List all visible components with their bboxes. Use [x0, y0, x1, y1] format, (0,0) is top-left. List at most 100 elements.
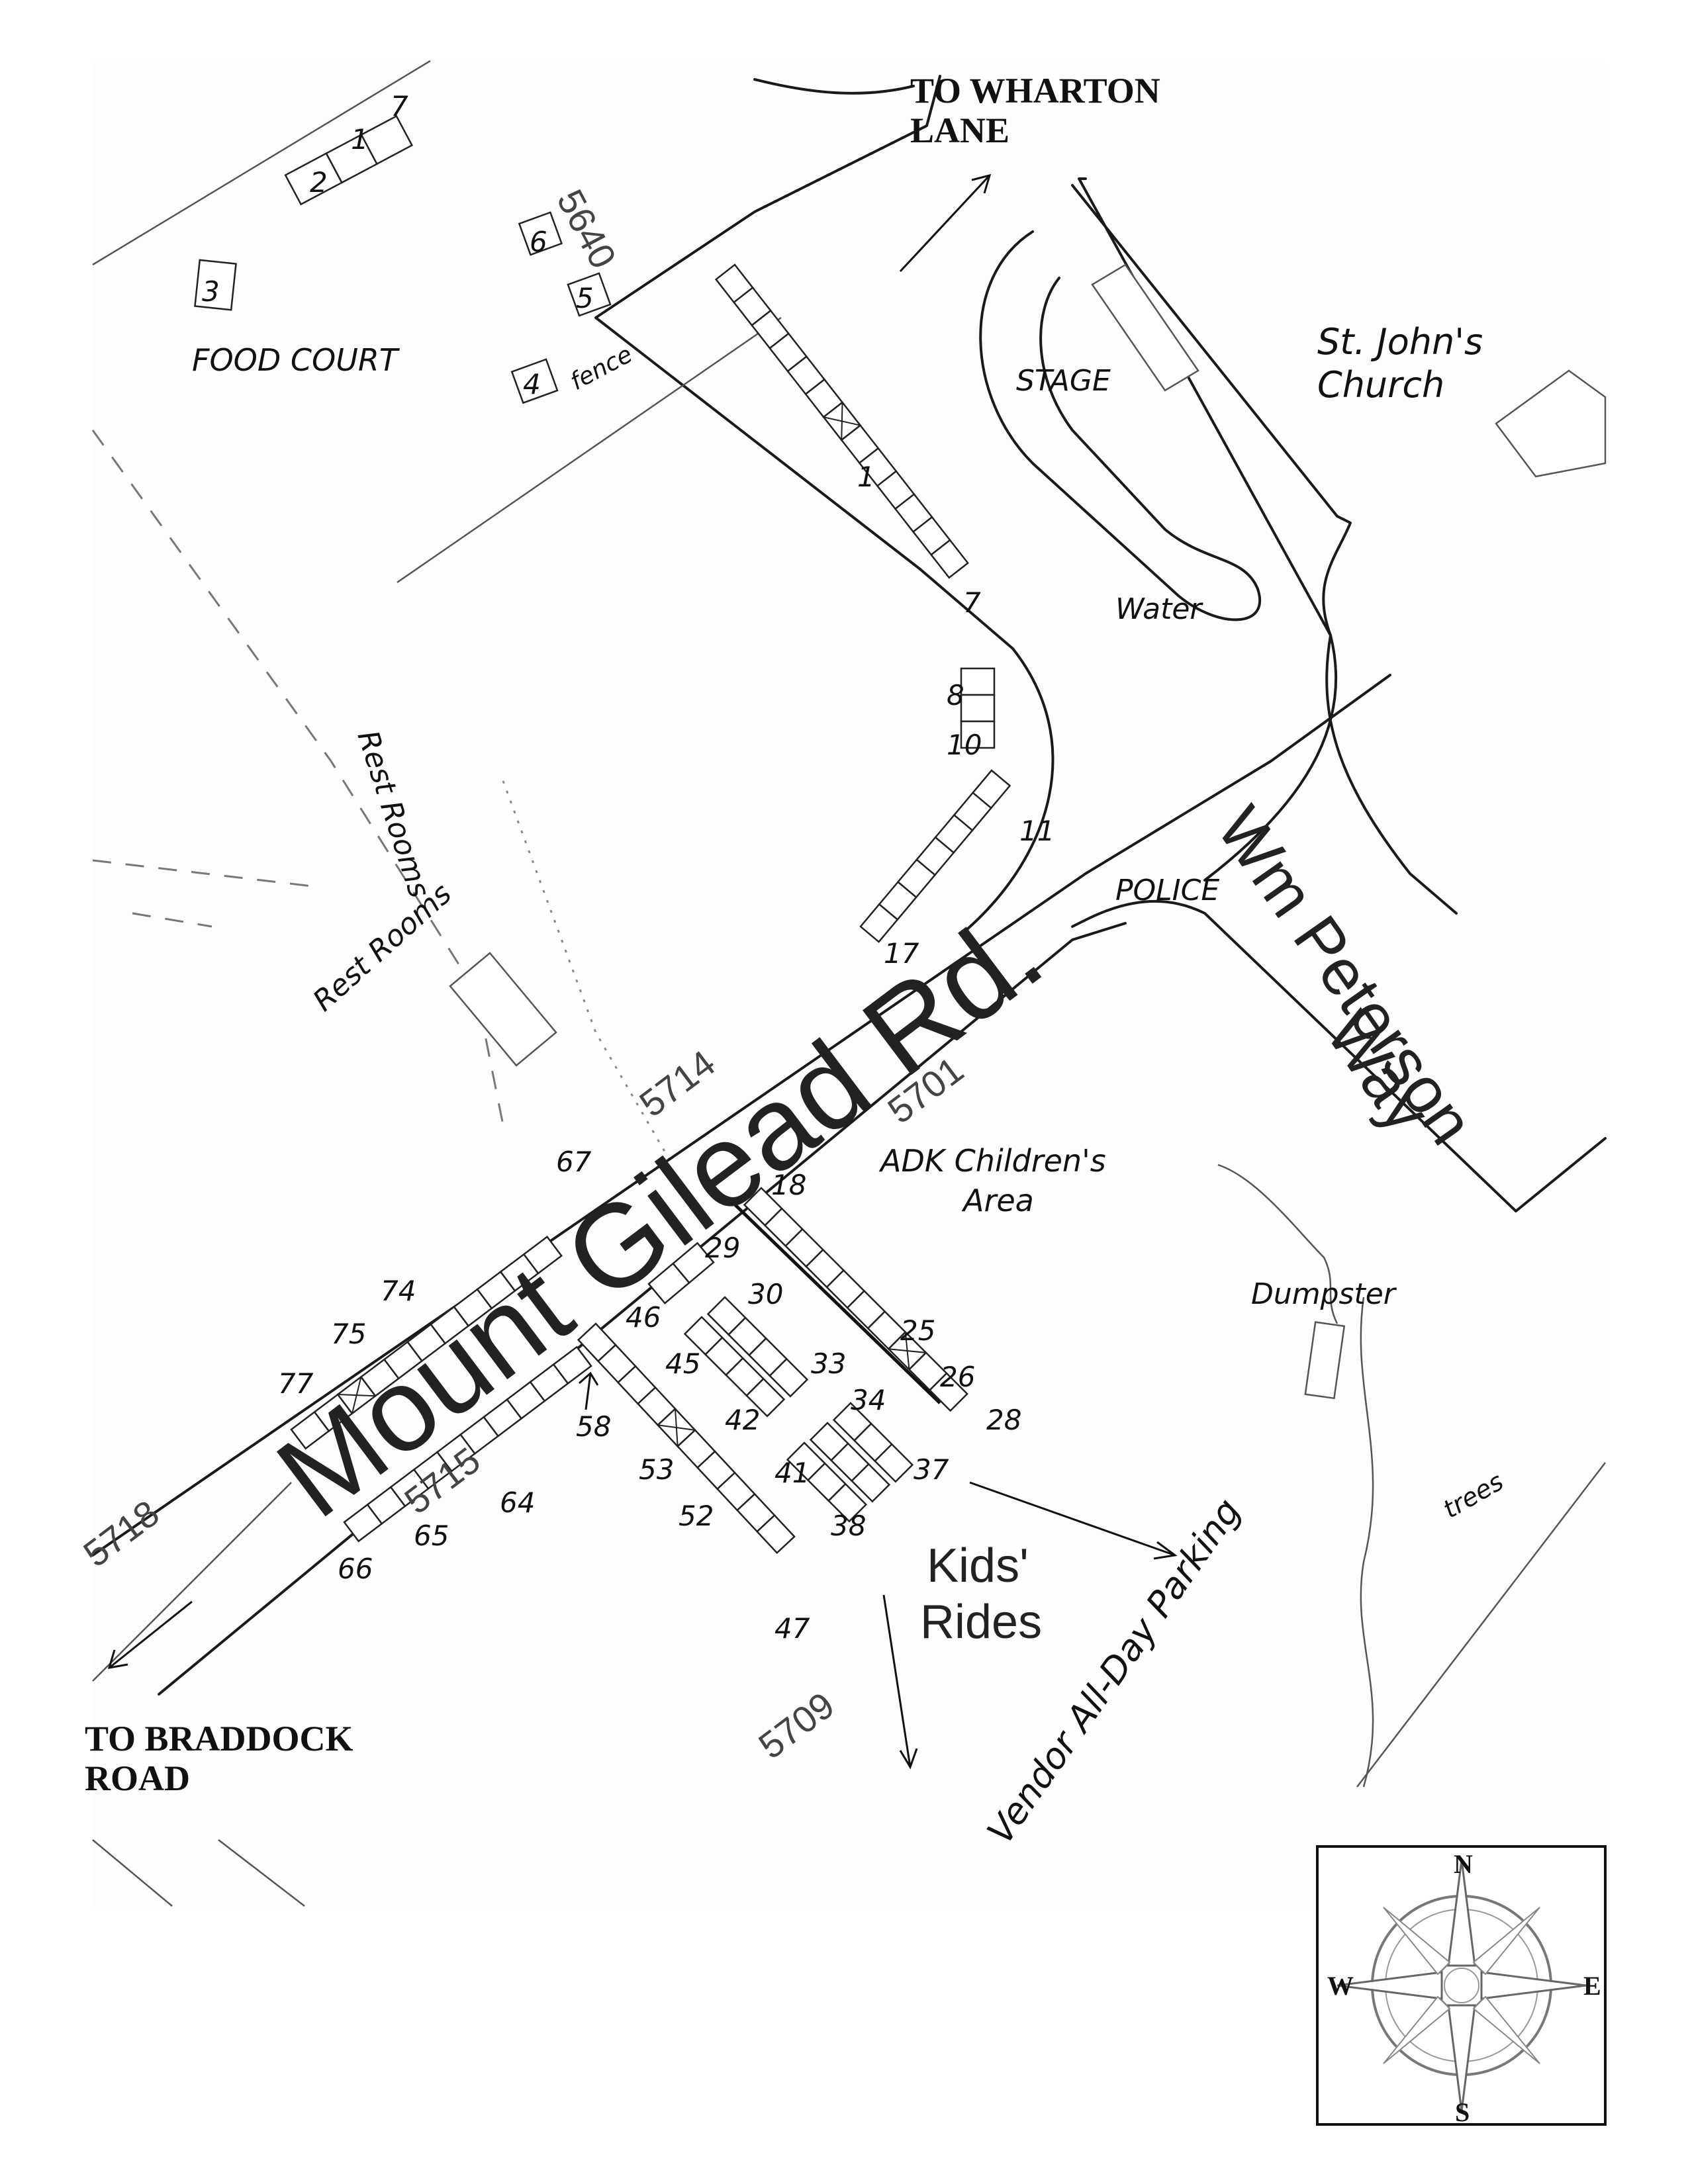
booth-label-1: 1 [857, 461, 875, 493]
booth-label-11: 11 [1019, 815, 1055, 847]
booth-label-67: 67 [556, 1146, 592, 1178]
reserved-booth-mark [823, 416, 861, 426]
booth-label-29: 29 [705, 1232, 740, 1264]
vendor-booth [960, 667, 996, 696]
to-wharton-line1: TO WHARTON [910, 71, 1160, 111]
booth-label-42: 42 [725, 1404, 760, 1436]
vendor-booth [672, 1242, 715, 1285]
compass-south-point [1447, 2004, 1476, 2112]
vendor-booth [755, 1514, 796, 1555]
food-court-boundary-east [397, 316, 782, 584]
map-background [93, 61, 1605, 1907]
vendor-booth-rows [290, 263, 1011, 1555]
vendor-booth [769, 1357, 809, 1398]
booth-row-row-30-33-a [683, 1316, 786, 1418]
wharton-road-west [594, 75, 1055, 931]
food-booth-7 [360, 114, 414, 165]
west-dashed-path [92, 859, 318, 888]
tree-line [1217, 1163, 1338, 1324]
kids-rides-line2: Rides [920, 1596, 1042, 1649]
booth-label-47: 47 [774, 1612, 810, 1645]
reserved-booth-mark [351, 1377, 362, 1414]
booth-label-41: 41 [774, 1457, 810, 1489]
compass-north-point [1447, 1859, 1476, 1967]
food-booth-4 [510, 358, 559, 404]
booth-row-row-8-9 [960, 667, 996, 749]
restroom-building [449, 952, 557, 1067]
vendor-booth [929, 539, 969, 579]
vendor-booth [522, 1235, 563, 1275]
food-booth-label-3: 3 [202, 275, 220, 308]
police-label: POLICE [1115, 874, 1219, 907]
food-booth-3 [194, 259, 237, 311]
vendor-booth [960, 694, 996, 723]
compass-e-label: E [1583, 1971, 1601, 2001]
compass-rose: N S W E [1316, 1845, 1607, 2127]
dumpster-box [1304, 1321, 1346, 1400]
reserved-booth-mark [657, 1424, 696, 1431]
roads [91, 60, 1607, 1907]
lower-lot-line [92, 1839, 173, 1907]
booth-label-74: 74 [381, 1275, 416, 1307]
food-booth-label-7: 7 [391, 90, 408, 122]
food-booth-label-5: 5 [576, 282, 594, 314]
compass-n-label: N [1454, 1849, 1473, 1879]
booth-label-25: 25 [900, 1314, 935, 1347]
vendor-booth [745, 1377, 786, 1418]
lower-lot-line-2 [218, 1839, 305, 1907]
children-label-line2: Area [961, 1183, 1034, 1218]
church-building [1495, 369, 1607, 478]
booth-row-row-18-28 [743, 1187, 968, 1412]
arrow-to-vendor-parking [969, 1481, 1178, 1560]
to-braddock-line1: TO BRADDOCK [85, 1719, 353, 1758]
booth-label-66: 66 [338, 1553, 373, 1585]
children-label-line1: ADK Children's [878, 1143, 1106, 1179]
food-court-label: FOOD COURT [192, 342, 400, 378]
booth-label-37: 37 [914, 1453, 949, 1486]
booth-label-46: 46 [626, 1301, 661, 1334]
food-booth-label-2: 2 [310, 166, 328, 199]
food-court-booths: 2 1 7 3 6 5 4 [194, 90, 612, 404]
church-label-line1: St. John's [1317, 321, 1483, 363]
dumpster-label: Dumpster [1251, 1277, 1397, 1311]
vendor-booth [827, 1482, 868, 1523]
booth-label-10: 10 [947, 729, 982, 761]
stage-loop-east [1071, 184, 1352, 637]
booth-row-row-29-46 [647, 1242, 715, 1304]
booth-row-row-1-7 [714, 263, 969, 579]
kids-rides-line1: Kids' [927, 1539, 1029, 1592]
booth-row-row-67-77 [290, 1235, 563, 1450]
compass-west-point [1336, 1971, 1443, 2000]
food-booth-label-1: 1 [351, 123, 369, 156]
vendor-booth [971, 769, 1011, 809]
arrow-to-parking-south [882, 1594, 918, 1770]
booth-label-7: 7 [963, 586, 981, 619]
booth-58-pointer [579, 1371, 599, 1410]
stage-building [1091, 263, 1199, 392]
vendor-booth [874, 1443, 914, 1483]
food-booth-6 [518, 211, 563, 256]
compass-east-point [1480, 1971, 1587, 2000]
food-booth-label-4: 4 [523, 368, 541, 400]
booth-label-53: 53 [639, 1453, 674, 1486]
arrow-to-braddock [107, 1600, 193, 1669]
booth-label-65: 65 [414, 1520, 449, 1552]
booth-label-33: 33 [811, 1347, 846, 1380]
vendor-booth [928, 1372, 968, 1412]
to-wharton-line2: LANE [910, 111, 1009, 150]
compass-s-label: S [1455, 2097, 1470, 2127]
booth-label-58: 58 [576, 1410, 611, 1443]
arrow-to-wharton [899, 173, 992, 273]
diagonal-dashed-path [91, 430, 504, 1126]
booth-label-28: 28 [986, 1404, 1021, 1436]
food-booth-5 [567, 272, 612, 317]
stage-loop-outer [979, 230, 1261, 621]
buildings [449, 263, 1607, 1400]
wharton-road-east [1078, 177, 1338, 882]
vendor-booth [851, 1463, 891, 1503]
booth-label-75: 75 [331, 1318, 366, 1350]
church-label-line2: Church [1317, 364, 1444, 406]
booth-row-row-38-41-c [832, 1402, 914, 1483]
wharton-lane-curve [753, 78, 915, 95]
